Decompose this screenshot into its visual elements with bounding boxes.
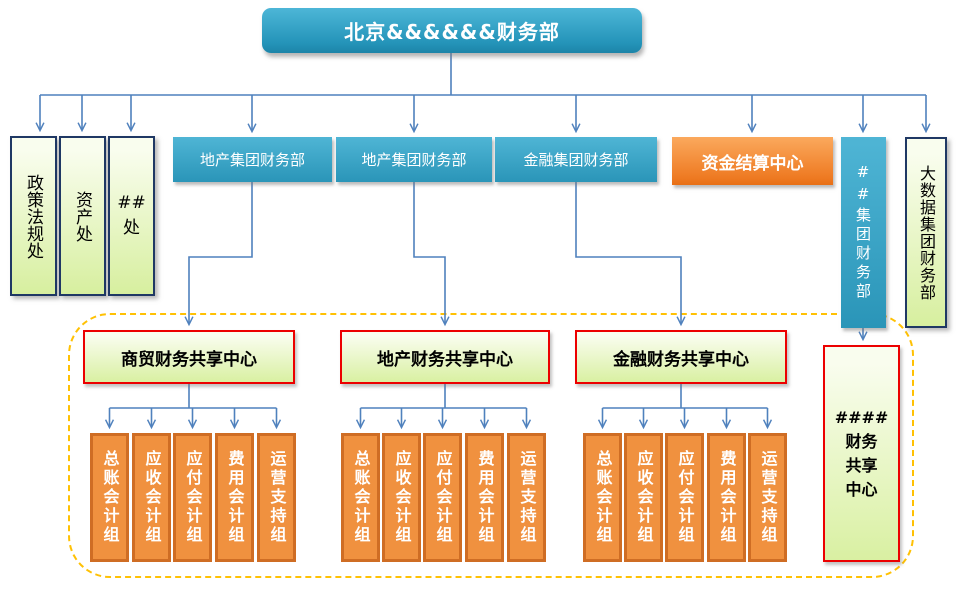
node-label: 费用会计组 <box>225 450 245 545</box>
node-realty-group-finance-1: 地产集团财务部 <box>173 137 332 182</box>
node-policy-regulation-office: 政策法规处 <box>10 136 57 296</box>
node-label: 应付会计组 <box>183 450 203 545</box>
node-label: 商贸财务共享中心 <box>121 349 257 370</box>
node-label: ##处 <box>117 192 146 239</box>
root-node-beijing-finance-dept: 北京&&&&&&财务部 <box>262 8 642 53</box>
node-label: 应收会计组 <box>392 450 412 545</box>
node-team-operations-support-1: 运营支持组 <box>257 433 296 562</box>
node-label: 资金结算中心 <box>701 153 804 174</box>
node-hash-group-finance: ##集团财务部 <box>841 137 886 328</box>
node-hash-office: ##处 <box>108 136 155 296</box>
node-team-general-ledger-2: 总账会计组 <box>341 433 380 562</box>
node-label: 运营支持组 <box>758 450 778 545</box>
node-financial-shared-center: 金融财务共享中心 <box>575 330 787 384</box>
node-asset-office: 资产处 <box>59 136 106 296</box>
node-team-expense-1: 费用会计组 <box>215 433 254 562</box>
node-team-receivables-1: 应收会计组 <box>132 433 171 562</box>
node-bigdata-group-finance: 大数据集团财务部 <box>905 137 947 328</box>
node-label: 费用会计组 <box>717 450 737 545</box>
node-label: 地产集团财务部 <box>199 151 305 169</box>
node-realty-shared-center: 地产财务共享中心 <box>340 330 550 384</box>
node-label: 大数据集团财务部 <box>917 164 936 301</box>
node-team-general-ledger-1: 总账会计组 <box>90 433 129 562</box>
shared-services-dashed-frame <box>68 313 914 578</box>
node-label: 应收会计组 <box>142 450 162 545</box>
node-team-operations-support-3: 运营支持组 <box>748 433 787 562</box>
node-label: 地产财务共享中心 <box>377 349 513 370</box>
node-label: 运营支持组 <box>517 450 537 545</box>
node-label: 应付会计组 <box>675 450 695 545</box>
node-team-expense-3: 费用会计组 <box>707 433 746 562</box>
node-label: ####财务共享中心 <box>834 407 889 499</box>
node-label: 资产处 <box>72 190 92 242</box>
node-label: 应付会计组 <box>433 450 453 545</box>
node-label: 金融集团财务部 <box>523 151 629 169</box>
node-team-general-ledger-3: 总账会计组 <box>583 433 622 562</box>
node-team-receivables-3: 应收会计组 <box>624 433 663 562</box>
node-trade-shared-center: 商贸财务共享中心 <box>83 330 295 384</box>
node-label: 总账会计组 <box>100 450 120 545</box>
node-team-receivables-2: 应收会计组 <box>382 433 421 562</box>
node-label: ##集团财务部 <box>854 163 872 302</box>
node-label: 应收会计组 <box>634 450 654 545</box>
node-label: 地产集团财务部 <box>361 151 467 169</box>
node-fund-settlement-center: 资金结算中心 <box>672 137 833 185</box>
node-financial-group-finance: 金融集团财务部 <box>495 137 657 182</box>
node-label: 政策法规处 <box>23 173 43 259</box>
node-team-payables-2: 应付会计组 <box>423 433 462 562</box>
node-label: 总账会计组 <box>351 450 371 545</box>
node-realty-group-finance-2: 地产集团财务部 <box>336 137 492 182</box>
root-node-label: 北京&&&&&&财务部 <box>344 20 560 44</box>
node-label: 运营支持组 <box>267 450 287 545</box>
node-label: 总账会计组 <box>593 450 613 545</box>
node-hash-shared-center: ####财务共享中心 <box>823 345 900 562</box>
node-team-payables-3: 应付会计组 <box>665 433 704 562</box>
node-label: 费用会计组 <box>475 450 495 545</box>
node-team-payables-1: 应付会计组 <box>173 433 212 562</box>
node-team-expense-2: 费用会计组 <box>465 433 504 562</box>
node-label: 金融财务共享中心 <box>613 349 749 370</box>
node-team-operations-support-2: 运营支持组 <box>507 433 546 562</box>
